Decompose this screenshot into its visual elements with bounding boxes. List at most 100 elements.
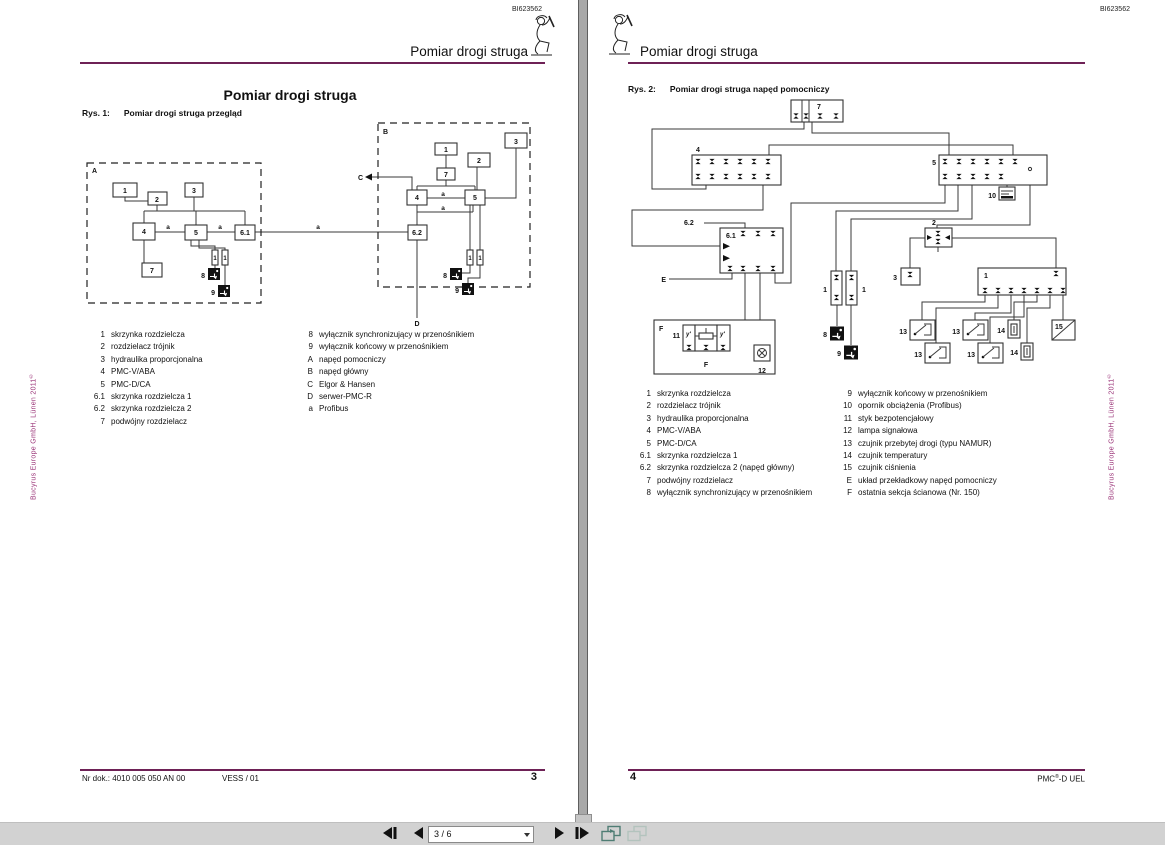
svg-text:1: 1 xyxy=(478,256,482,262)
miner-icon xyxy=(609,14,633,55)
svg-text:A: A xyxy=(92,168,97,175)
svg-text:2: 2 xyxy=(155,197,159,204)
figure-1-wires xyxy=(124,148,517,318)
svg-text:3: 3 xyxy=(192,188,196,195)
copyright-vertical: Bucyrus Europe GmbH, Lünen 2011© xyxy=(1106,372,1116,500)
svg-text:1: 1 xyxy=(444,147,448,154)
previous-view-button[interactable] xyxy=(600,825,622,842)
footer-doc-number: Nr dok.: 4010 005 050 AN 00 xyxy=(82,774,186,783)
running-header-title: Pomiar drogi struga xyxy=(410,44,528,59)
figure-2-label: Rys. 2: xyxy=(628,84,656,94)
svg-text:a: a xyxy=(441,205,445,212)
svg-text:13: 13 xyxy=(952,329,960,336)
copyright-vertical: Bucyrus Europe GmbH, Lünen 2011© xyxy=(28,372,38,500)
running-header-title: Pomiar drogi struga xyxy=(640,44,758,59)
svg-text:C: C xyxy=(358,175,363,182)
svg-text:y': y' xyxy=(685,332,691,338)
svg-text:D: D xyxy=(414,321,419,328)
svg-text:4: 4 xyxy=(142,229,146,236)
page-divider xyxy=(578,0,588,822)
last-page-button[interactable] xyxy=(571,826,591,840)
svg-text:F: F xyxy=(659,326,664,333)
svg-text:11: 11 xyxy=(673,333,681,340)
footer-rule xyxy=(80,769,545,771)
svg-text:10: 10 xyxy=(988,193,996,200)
page-number: 3 xyxy=(530,771,537,783)
header-rule xyxy=(80,62,545,64)
pdf-page-3: BI623562 Pomiar drogi struga Pomiar drog… xyxy=(0,0,578,822)
svg-text:a: a xyxy=(441,191,445,198)
svg-text:9: 9 xyxy=(211,290,215,297)
figure-2-switch-icons: 8 9 xyxy=(823,326,858,360)
svg-text:3: 3 xyxy=(514,139,518,146)
svg-text:1: 1 xyxy=(984,273,988,280)
svg-text:9: 9 xyxy=(455,288,459,295)
next-page-button[interactable] xyxy=(549,826,569,840)
figure-1-frame-a: A xyxy=(86,162,262,304)
figure-2-frame-f: F y' y' 11 F 12 xyxy=(653,319,776,375)
svg-text:7: 7 xyxy=(444,172,448,179)
svg-text:2: 2 xyxy=(932,220,936,227)
footer-version: VESS / 01 xyxy=(222,774,259,783)
figure-1-frame-b: B xyxy=(377,122,531,288)
first-page-button[interactable] xyxy=(381,826,401,840)
figure-1-boxes: 1 2 3 4 5 6.1 7 1 1 1 3 2 7 4 5 6.2 1 1 xyxy=(112,132,528,278)
previous-page-button[interactable] xyxy=(409,826,429,840)
svg-text:7: 7 xyxy=(817,104,821,111)
svg-text:7: 7 xyxy=(150,268,154,275)
figure-1-switch-icons: 8 9 8 9 xyxy=(201,268,474,297)
svg-text:8: 8 xyxy=(201,273,205,280)
svg-text:8: 8 xyxy=(443,273,447,280)
page-number-combobox[interactable]: 3 / 6 xyxy=(428,826,534,843)
figure-1-label: Rys. 1: xyxy=(82,108,110,118)
svg-text:F: F xyxy=(704,362,709,369)
svg-text:15: 15 xyxy=(1055,324,1063,331)
page-number: 4 xyxy=(630,771,637,783)
figure-1-line-labels: a a a a a C D xyxy=(166,175,445,328)
svg-text:4: 4 xyxy=(415,195,419,202)
header-rule xyxy=(628,62,1085,64)
svg-text:4: 4 xyxy=(696,147,700,154)
page-number-value: 3 / 6 xyxy=(434,829,452,839)
svg-text:6.2: 6.2 xyxy=(684,220,694,227)
svg-text:5: 5 xyxy=(473,195,477,202)
svg-text:a: a xyxy=(166,224,170,231)
next-view-button[interactable] xyxy=(626,825,648,842)
svg-text:13: 13 xyxy=(914,352,922,359)
svg-text:3: 3 xyxy=(893,275,897,282)
svg-text:a: a xyxy=(218,224,222,231)
footer-brand: PMC®-D UEL xyxy=(1037,774,1085,784)
figure-2-caption: Rys. 2:Pomiar drogi struga napęd pomocni… xyxy=(628,84,830,94)
figure-2-sensors: 13 13 13 13 14 14 15 xyxy=(899,319,1076,364)
svg-text:a: a xyxy=(316,224,320,231)
svg-text:1: 1 xyxy=(468,256,472,262)
svg-text:6.2: 6.2 xyxy=(412,230,422,237)
svg-text:5: 5 xyxy=(194,230,198,237)
